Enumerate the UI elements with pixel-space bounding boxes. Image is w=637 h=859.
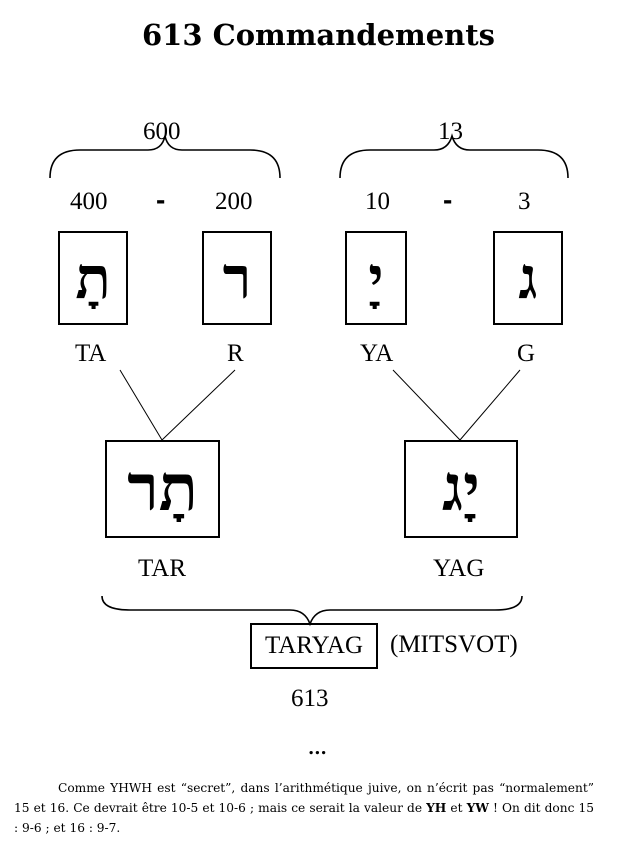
line-g-yag [459,369,521,441]
letter-box-tav: תָ [58,231,128,325]
letter-box-gimel: ג [493,231,563,325]
note-text-2: ! On dit donc 15 : 9-6 ; et 16 : 9-7. [14,801,595,835]
note-yh: YH [426,801,447,815]
value-400: 400 [70,188,108,215]
group-total-600: 600 [143,118,181,145]
note-yw: YW [466,801,489,815]
dash-2: - [443,184,453,215]
page-title: 613 Commandements [142,18,495,52]
word-box-yag: יָג [404,440,518,538]
ellipsis: ... [308,738,327,759]
label-yag: YAG [433,555,485,582]
letter-box-yod: יָ [345,231,407,325]
label-ya: YA [360,340,394,367]
brace-600 [49,135,281,179]
brace-bottom [101,595,523,627]
dash-1: - [156,184,166,215]
group-total-13: 13 [438,118,463,145]
line-ta-tar [119,369,163,441]
note-text-1: Comme YHWH est “secret”, dans l’arithmét… [14,781,594,815]
result-value: 613 [291,685,329,712]
footnote-paragraph: Comme YHWH est “secret”, dans l’arithmét… [14,778,594,838]
value-200: 200 [215,188,253,215]
letter-box-resh: ר [202,231,272,325]
label-ta: TA [75,340,107,367]
label-g: G [517,340,536,367]
word-box-tar: תָר [105,440,220,538]
value-10: 10 [365,188,390,215]
label-r: R [227,340,244,367]
line-ya-yag [392,369,461,441]
brace-13 [339,133,569,179]
label-tar: TAR [138,555,186,582]
note-et: et [446,801,467,815]
line-r-tar [161,369,236,441]
taryag-box: TARYAG [250,623,378,669]
mitsvot-label: (MITSVOT) [390,631,518,658]
value-3: 3 [518,188,531,215]
